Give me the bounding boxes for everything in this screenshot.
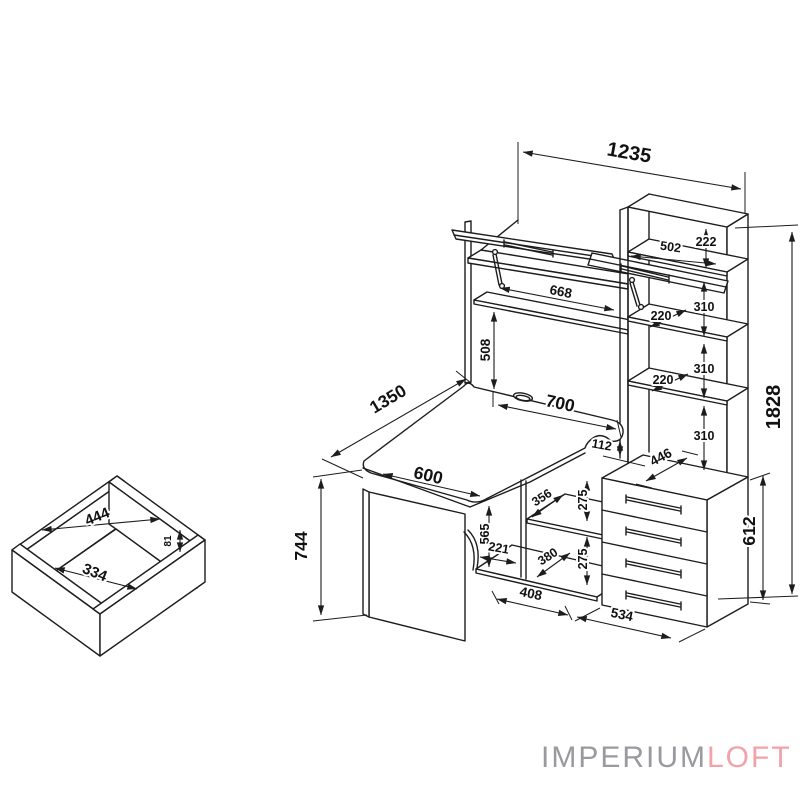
dimline-desk-right-width xyxy=(497,403,617,431)
dim-label-612: 612 xyxy=(739,516,759,545)
tower-door-handle[interactable] xyxy=(620,263,670,284)
dim-label-408: 408 xyxy=(518,584,544,603)
dim-label-275-2: 275 xyxy=(576,549,590,570)
drawer-cabinet-group xyxy=(601,454,749,628)
left-side-panel xyxy=(368,491,466,642)
dimline-niche-bottom-depth xyxy=(536,552,571,578)
dimline-cabinet-depth xyxy=(645,457,688,482)
box-right-wall-outer xyxy=(99,539,206,657)
dimension-lines xyxy=(41,150,796,640)
dim-label-112: 112 xyxy=(591,436,613,453)
strut-pivot-top xyxy=(491,248,499,256)
drawer-handle-3[interactable] xyxy=(625,558,682,579)
dimline-niche-shelf-depth xyxy=(531,494,564,518)
dim-label-1350: 1350 xyxy=(366,380,410,417)
dim-label-310-3: 310 xyxy=(694,429,715,443)
left-side-panel-edge xyxy=(362,488,370,618)
dim-label-275-1: 275 xyxy=(576,490,590,511)
drawer-handle-4[interactable] xyxy=(625,590,682,611)
kneehole-partition xyxy=(520,479,527,580)
dim-label-508: 508 xyxy=(478,338,493,361)
tower-strut-pivot-top xyxy=(628,276,636,284)
hutch-back-panel xyxy=(464,220,472,384)
dimline-drawer-inner-depth xyxy=(54,567,138,590)
dimline-shelf-depth-2 xyxy=(651,373,689,392)
base-platform-edge xyxy=(475,568,598,602)
dim-label-81: 81 xyxy=(163,535,174,547)
dimline-drawer-inner-width xyxy=(41,516,161,533)
drawer-box-detail-group xyxy=(11,475,206,657)
dimline-cubby-width xyxy=(630,253,717,267)
hutch-gas-strut xyxy=(492,253,503,286)
tower-group xyxy=(587,193,749,490)
dimline-hutch-shelf-width xyxy=(499,286,615,312)
dim-label-565: 565 xyxy=(478,524,492,545)
dim-label-668: 668 xyxy=(548,282,573,301)
dim-label-744: 744 xyxy=(291,531,311,560)
watermark-logo: IMPERIUMLOFT xyxy=(541,741,792,774)
hutch-flip-door-thickness xyxy=(453,234,615,260)
drawer-handle-1[interactable] xyxy=(625,494,682,515)
dim-label-222: 222 xyxy=(696,235,717,249)
dim-label-502: 502 xyxy=(659,239,682,256)
watermark-loft: LOFT xyxy=(707,741,792,774)
tower-strut-pivot-bottom xyxy=(637,303,645,311)
dimline-kneehole-width xyxy=(496,598,569,616)
hutch-back-top-edge xyxy=(480,219,519,251)
dimline-shelf-depth-1 xyxy=(649,309,687,328)
cable-hole-inner xyxy=(515,394,531,402)
support-bracket xyxy=(463,529,479,571)
dimline-total-width xyxy=(522,150,742,191)
dim-label-220-2: 220 xyxy=(653,373,674,387)
dim-label-310-1: 310 xyxy=(694,300,715,314)
dim-label-1235: 1235 xyxy=(605,138,653,167)
dimline-bottom-shelf-depth xyxy=(479,555,517,565)
tower-top xyxy=(627,193,749,228)
dim-label-220-1: 220 xyxy=(651,309,672,323)
hutch-door-handle[interactable] xyxy=(503,239,554,258)
watermark-imperium: IMPERIUM xyxy=(541,741,707,774)
dim-label-221: 221 xyxy=(487,539,510,556)
dimline-cabinet-width xyxy=(576,615,672,640)
drawer-handle-2[interactable] xyxy=(625,526,682,547)
tower-gas-strut xyxy=(629,281,641,307)
dim-label-310-2: 310 xyxy=(694,362,715,376)
drawer-dividers xyxy=(601,509,708,597)
dim-label-534: 534 xyxy=(609,605,635,624)
dimline-desk-length xyxy=(330,378,467,458)
dimline-desk-front-width xyxy=(382,473,481,497)
center-divider-panel xyxy=(619,206,629,463)
cabinet-right-side xyxy=(706,476,749,628)
dim-label-1828: 1828 xyxy=(763,385,785,430)
